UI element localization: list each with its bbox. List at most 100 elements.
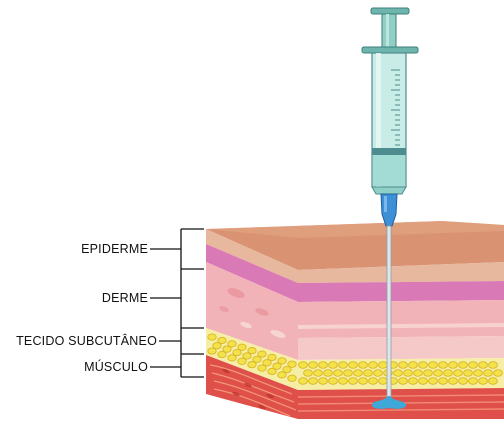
fat-cell — [428, 361, 438, 369]
needle — [386, 225, 392, 401]
fat-cell — [338, 377, 348, 385]
muscle-label: MÚSCULO — [84, 360, 148, 374]
fat-cell — [433, 369, 443, 377]
fat-cell — [287, 374, 297, 382]
muscle-side — [206, 355, 298, 419]
skin-block — [206, 221, 504, 419]
fat-cell — [358, 377, 368, 385]
fat-cell — [207, 333, 217, 341]
fat-cell — [493, 369, 503, 377]
fat-cell — [403, 369, 413, 377]
fat-cell — [428, 377, 438, 385]
fat-cell — [423, 369, 433, 377]
fat-cell — [488, 361, 498, 369]
fat-cell — [448, 377, 458, 385]
fat-cell — [458, 377, 468, 385]
fat-cell — [408, 377, 418, 385]
fat-cell — [363, 369, 373, 377]
fat-cell — [227, 340, 237, 348]
fat-cell — [247, 347, 257, 355]
injected-medication — [372, 396, 406, 409]
label-brackets — [150, 228, 204, 378]
fat-cell — [247, 361, 257, 369]
fat-cell — [378, 377, 388, 385]
fat-cell — [323, 369, 333, 377]
fat-cell — [217, 350, 227, 359]
fat-cell — [338, 361, 348, 369]
fat-cell — [373, 369, 383, 377]
epidermis-front — [298, 262, 504, 283]
syringe — [361, 7, 419, 409]
fat-cell — [267, 367, 277, 376]
fat-cell — [222, 345, 232, 353]
fat-cell — [308, 377, 318, 385]
plunger-seal — [372, 148, 406, 155]
fat-cell — [303, 369, 313, 377]
fat-cell — [368, 361, 378, 369]
fat-cell — [282, 365, 292, 374]
dermis-side-pink — [206, 244, 298, 302]
fat-cell — [237, 357, 247, 365]
fat-cell — [463, 369, 473, 377]
dermis-label: DERME — [101, 291, 148, 305]
needle-hub — [380, 193, 398, 227]
fat-cell — [252, 355, 262, 363]
fat-cell — [453, 369, 463, 377]
fat-cell — [348, 361, 358, 369]
fat-cell — [398, 361, 408, 369]
fat-cell — [267, 353, 277, 362]
graduation-marks — [391, 69, 400, 146]
fat-cell — [298, 377, 308, 385]
fat-cell — [318, 377, 328, 385]
fat-cell — [393, 369, 403, 377]
fat-cell — [488, 377, 498, 385]
fat-cell — [413, 369, 423, 377]
fat-cell — [207, 347, 217, 355]
epidermis-side — [206, 229, 298, 283]
fat-cell — [418, 377, 428, 385]
fat-cell — [378, 361, 388, 369]
fat-cell — [287, 360, 297, 368]
fat-cells — [207, 333, 503, 385]
fat-cell — [468, 361, 478, 369]
fat-cell — [217, 336, 227, 345]
fat-cell — [277, 371, 287, 379]
fat-cell — [448, 361, 458, 369]
fat-cell — [408, 361, 418, 369]
fat-cell — [232, 348, 242, 357]
syringe-liquid — [373, 155, 405, 186]
fat-cell — [298, 361, 308, 369]
fat-cell — [438, 361, 448, 369]
fat-cell — [458, 361, 468, 369]
fat-cell — [237, 343, 247, 351]
barrel-tip — [371, 186, 407, 195]
subcutaneous-label: TECIDO SUBCUTÂNEO — [16, 334, 157, 348]
fat-cell — [257, 364, 267, 372]
fat-cell — [478, 361, 488, 369]
fat-cell — [348, 377, 358, 385]
fat-cell — [242, 352, 252, 360]
fat-cell — [272, 362, 282, 370]
fat-cell — [483, 369, 493, 377]
epidermis-label: EPIDERME — [81, 242, 148, 256]
fat-cell — [438, 377, 448, 385]
fat-cell — [308, 361, 318, 369]
plunger-thumb-rest — [370, 7, 410, 15]
fat-cell — [478, 377, 488, 385]
fat-cell — [328, 361, 338, 369]
fat-cell — [333, 369, 343, 377]
dermis-front-pink — [298, 281, 504, 302]
fat-cell — [328, 377, 338, 385]
fat-cell — [212, 342, 222, 350]
fat-cell — [368, 377, 378, 385]
fat-cell — [468, 377, 478, 385]
syringe-flange — [361, 46, 419, 54]
fat-cell — [318, 361, 328, 369]
fat-cell — [227, 354, 237, 362]
fat-cell — [277, 357, 287, 365]
fat-cell — [398, 377, 408, 385]
fat-cell — [313, 369, 323, 377]
fat-cell — [443, 369, 453, 377]
